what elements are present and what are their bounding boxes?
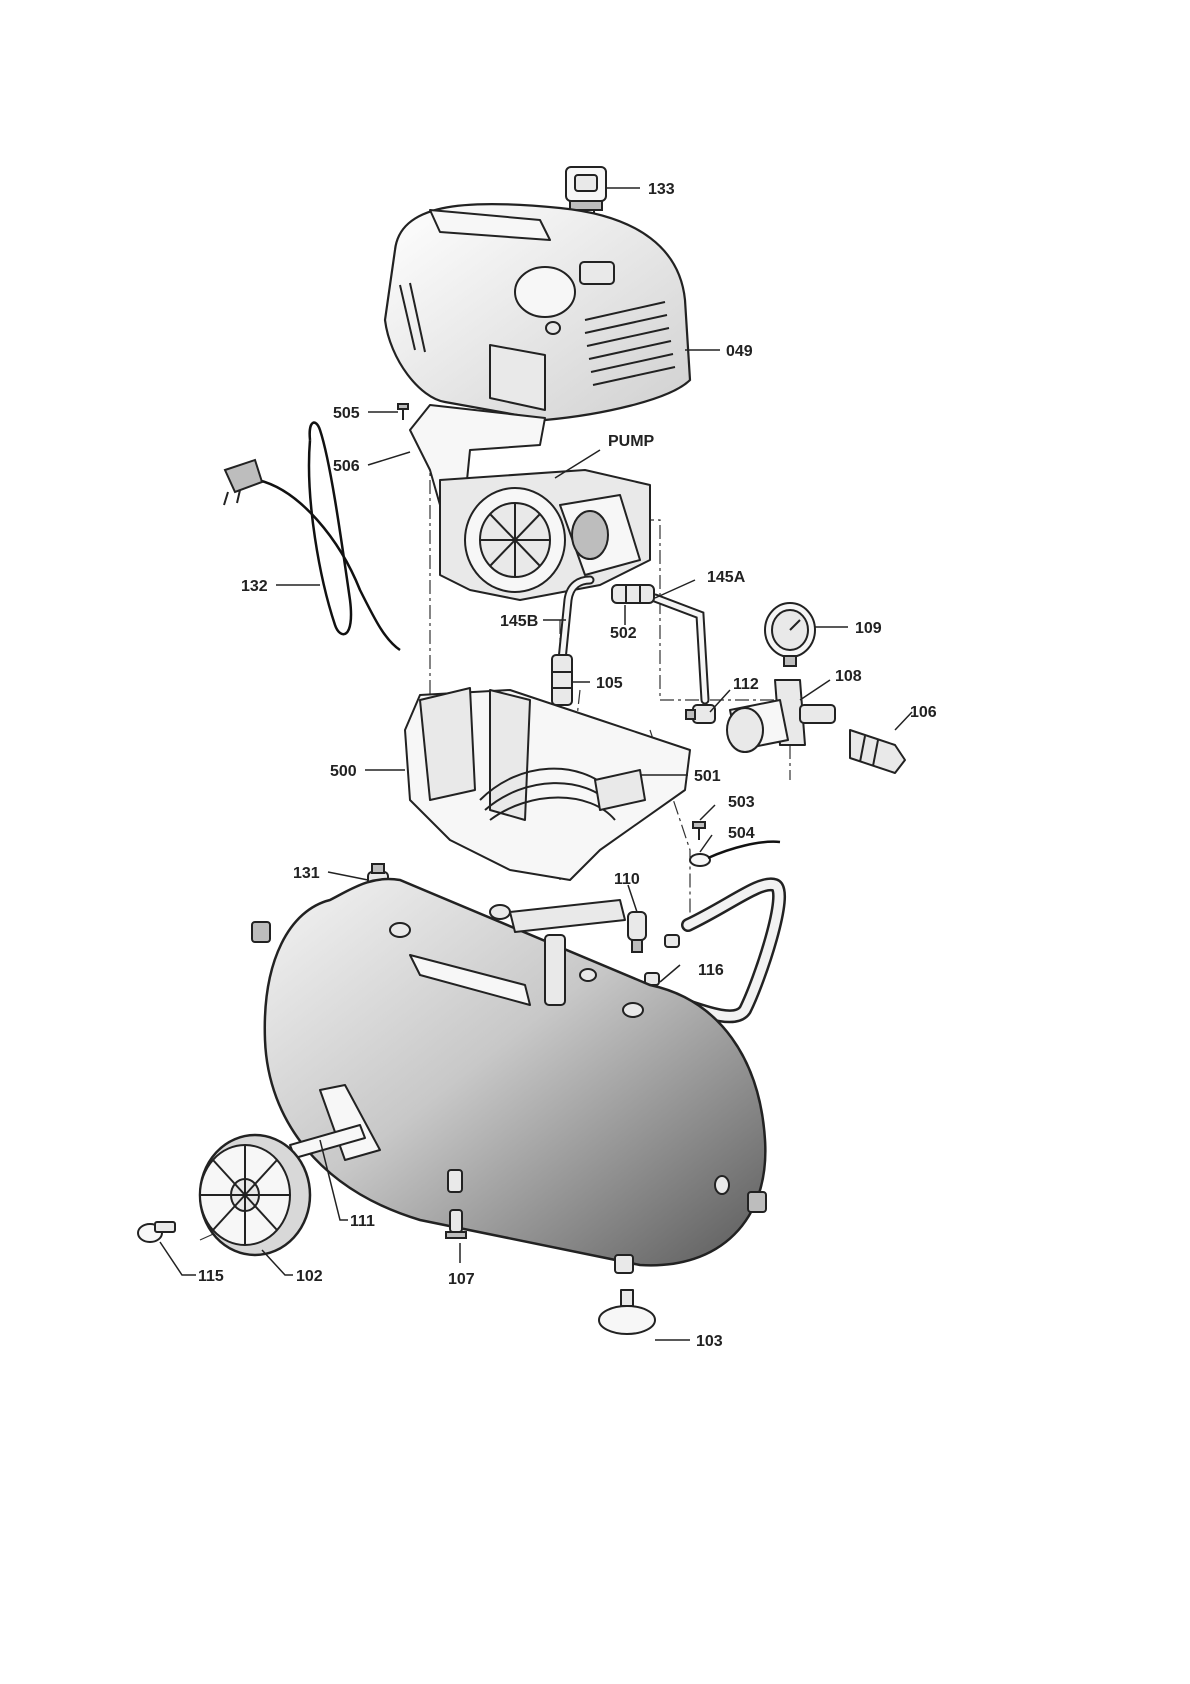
- label-504: 504: [728, 825, 755, 842]
- label-110: 110: [614, 871, 640, 888]
- label-103: 103: [696, 1333, 723, 1350]
- label-505: 505: [333, 405, 360, 422]
- elbow-112-part: [686, 705, 715, 723]
- plug-left-part: [252, 922, 270, 942]
- plug-right-part: [748, 1192, 766, 1212]
- label-132: 132: [241, 578, 268, 595]
- fitting-105-part: [552, 655, 572, 705]
- quick-coupling-part: [850, 730, 905, 773]
- fitting-502-part: [612, 585, 654, 603]
- drain-valve-part: [446, 1210, 466, 1238]
- washer-504-part: [690, 842, 780, 866]
- label-108: 108: [835, 668, 862, 685]
- wheel-102-part: [200, 1135, 310, 1255]
- tube-nut-116-part: [645, 935, 679, 985]
- rubber-foot-part: [599, 1290, 655, 1334]
- label-503: 503: [728, 794, 755, 811]
- label-112: 112: [733, 676, 759, 693]
- label-111: 111: [350, 1213, 375, 1230]
- label-133: 133: [648, 181, 675, 198]
- label-109: 109: [855, 620, 882, 637]
- label-116: 116: [698, 962, 724, 979]
- fan-blades: [480, 503, 550, 577]
- label-500: 500: [330, 763, 357, 780]
- safety-valve-part: [628, 912, 646, 952]
- label-506: 506: [333, 458, 360, 475]
- label-115: 115: [198, 1268, 224, 1285]
- label-145a: 145A: [707, 569, 746, 586]
- label-pump: PUMP: [608, 433, 655, 450]
- pump-part: [440, 470, 650, 600]
- power-cord-part: [224, 423, 400, 650]
- label-501: 501: [694, 768, 721, 785]
- label-049: 049: [726, 343, 753, 360]
- screw-505-part: [398, 404, 408, 420]
- label-105: 105: [596, 675, 623, 692]
- label-145b: 145B: [500, 613, 538, 630]
- bolt-115-part: [138, 1222, 175, 1242]
- motor-cover-part: [385, 204, 690, 420]
- screw-503-part: [693, 822, 705, 840]
- label-106: 106: [910, 704, 937, 721]
- label-102: 102: [296, 1268, 323, 1285]
- pressure-gauge-part: [765, 603, 815, 666]
- label-502: 502: [610, 625, 637, 642]
- label-107: 107: [448, 1271, 475, 1288]
- label-131: 131: [293, 865, 320, 882]
- air-tank-part: [265, 879, 766, 1273]
- base-shroud-part: [405, 688, 690, 880]
